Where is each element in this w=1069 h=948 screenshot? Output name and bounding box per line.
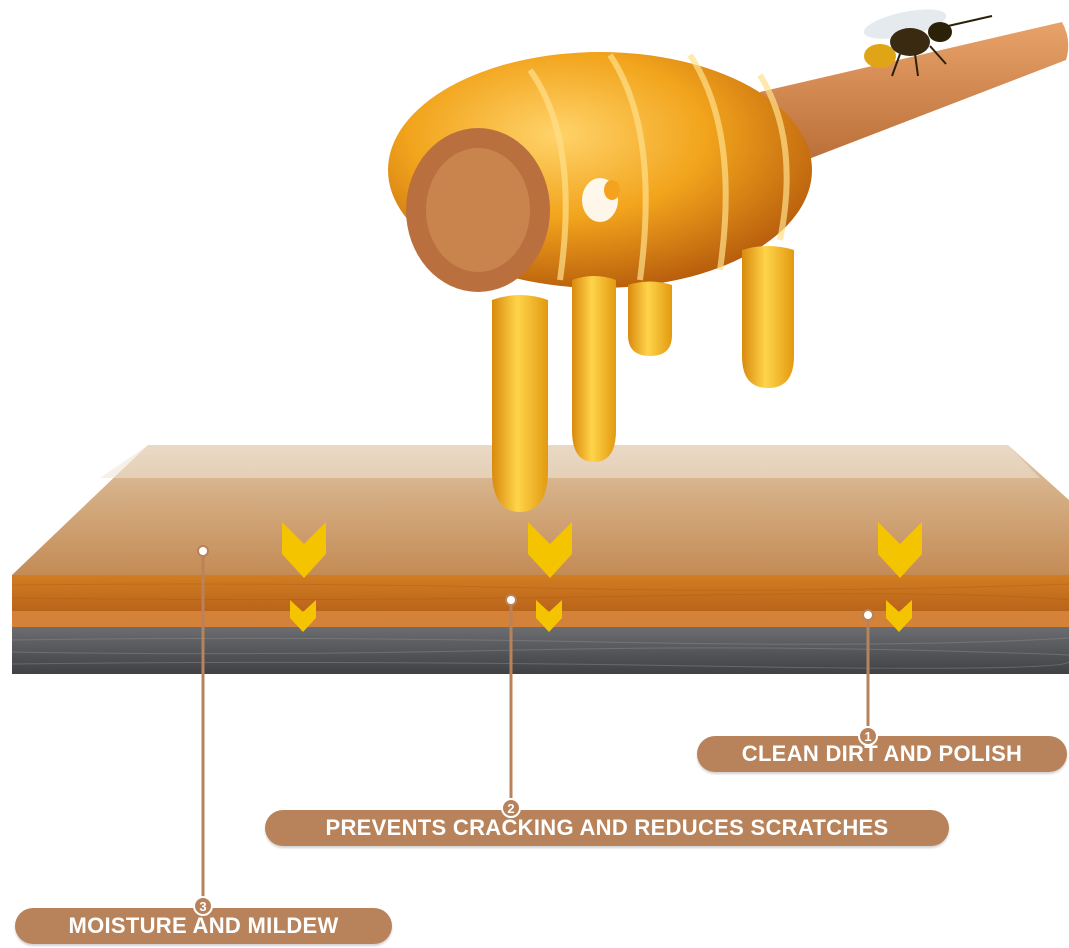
honey-dipper-icon — [388, 22, 1069, 292]
callout-2-text: PREVENTS CRACKING AND REDUCES SCRATCHES — [325, 815, 889, 840]
board-base-layer — [12, 627, 1069, 674]
callout-number-badge: 2 — [501, 798, 521, 818]
chevron-down-icon — [290, 600, 316, 632]
honey-drip — [742, 246, 794, 388]
chevron-down-icon — [528, 522, 572, 578]
callout-label-clean-dirt: CLEAN DIRT AND POLISH — [697, 736, 1067, 772]
callout-anchor-dots — [197, 545, 874, 621]
callout-label-prevents-cracking: PREVENTS CRACKING AND REDUCES SCRATCHES — [265, 810, 949, 846]
callout-leaders — [201, 551, 870, 900]
bee-icon — [863, 9, 993, 77]
chevron-down-icon — [536, 600, 562, 632]
chevron-down-icon — [878, 522, 922, 578]
penetration-arrows — [282, 522, 922, 632]
honey-drip — [628, 281, 672, 356]
chevron-down-icon — [282, 522, 326, 578]
callout-1-text: CLEAN DIRT AND POLISH — [741, 741, 1023, 766]
chevron-down-icon — [886, 600, 912, 632]
dipper-handle — [760, 22, 1069, 170]
callout-number-badge: 1 — [858, 726, 878, 746]
honey-drip — [572, 276, 616, 462]
callout-3-text: MOISTURE AND MILDEW — [68, 913, 339, 938]
honey-drip — [492, 295, 548, 512]
honey-drips — [492, 246, 794, 512]
callout-number-badge: 3 — [193, 896, 213, 916]
board-top-gloss — [100, 445, 1040, 478]
